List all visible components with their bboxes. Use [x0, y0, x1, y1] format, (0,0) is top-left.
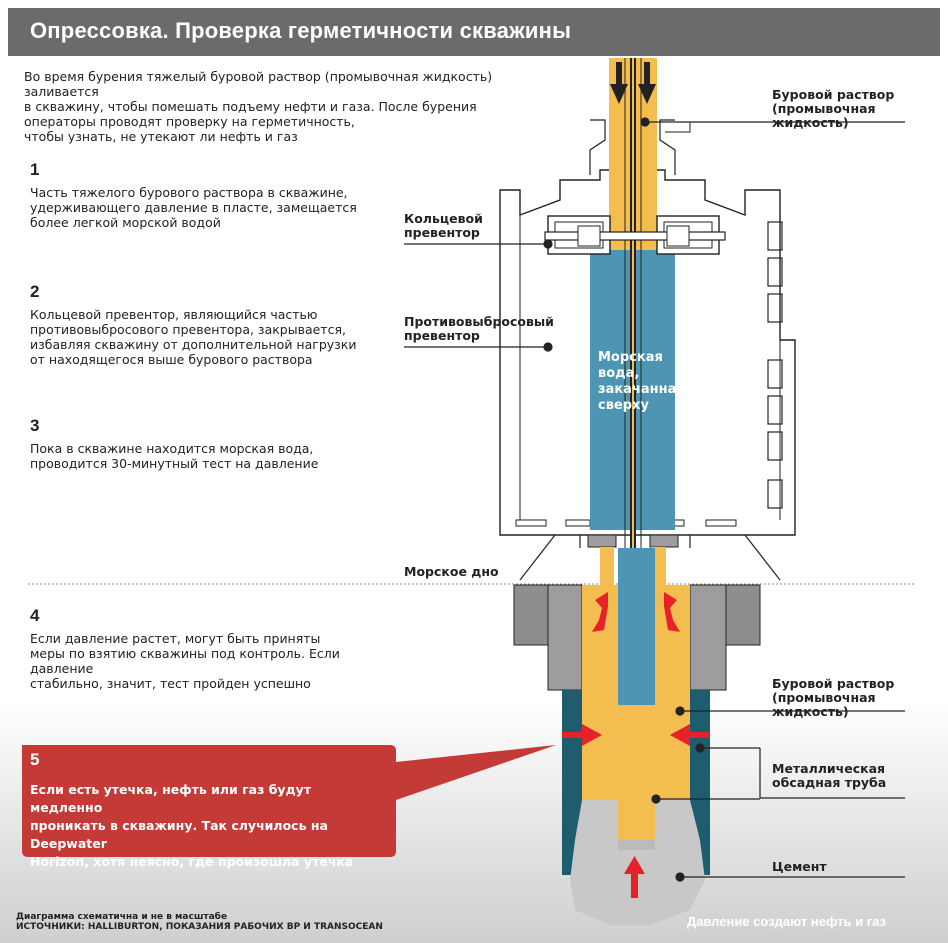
label-cement: Цемент: [772, 859, 827, 874]
step-2-line: противовыбросового превентора, закрывает…: [30, 322, 346, 337]
step-2-text: Кольцевой превентор, являющийся частью п…: [30, 307, 360, 367]
mud-neck-left: [600, 547, 614, 587]
pressure-caption: Давление создают нефть и газ: [686, 914, 886, 929]
footer-sources: ИСТОЧНИКИ: HALLIBURTON, ПОКАЗАНИЯ РАБОЧИ…: [16, 922, 383, 932]
mud-plug: [618, 705, 655, 840]
label-mud-top: Буровой раствор (промывочная жидкость): [772, 88, 948, 130]
step-5-text: Если есть утечка, нефть или газ будут ме…: [30, 781, 380, 871]
intro-text: Во время бурения тяжелый буровой раствор…: [24, 69, 504, 144]
step-4-line: меры по взятию скважины под контроль. Ес…: [30, 646, 340, 676]
label-mud-bottom: Буровой раствор (промывочная жидкость): [772, 677, 948, 719]
callout-pointer: [396, 745, 556, 800]
step-3-text: Пока в скважине находится морская вода, …: [30, 441, 360, 471]
step-5-line: Если есть утечка, нефть или газ будут ме…: [30, 782, 312, 815]
label-annular-preventer: Кольцевой превентор: [404, 212, 483, 240]
label-line: превентор: [404, 328, 480, 343]
label-line: Буровой раствор: [772, 87, 895, 102]
step-4-number: 4: [30, 606, 40, 625]
pressure-arrows: [562, 592, 710, 898]
label-line: Буровой раствор: [772, 676, 895, 691]
wellhead: [513, 534, 761, 691]
annular-preventer: [544, 215, 726, 255]
step-3-line: проводится 30-минутный тест на давление: [30, 456, 319, 471]
step-2-line: Кольцевой превентор, являющийся частью: [30, 307, 318, 322]
footer-note: Диаграмма схематична и не в масштабе: [16, 912, 228, 922]
step-2-line: от находящегося выше бурового раствора: [30, 352, 313, 367]
step-5-line: Horizon, хотя неясно, где произошла утеч…: [30, 854, 354, 869]
label-line: превентор: [404, 225, 480, 240]
label-casing: Металлическая обсадная труба: [772, 762, 886, 790]
label-line: закачанная: [598, 382, 685, 397]
label-line: (промывочная жидкость): [772, 690, 876, 719]
step-1-line: более легкой морской водой: [30, 215, 221, 230]
step-3-line: Пока в скважине находится морская вода,: [30, 441, 314, 456]
mud-neck-right: [652, 547, 666, 587]
riser-clamp: [665, 121, 691, 133]
label-bop: Противовыбросовый превентор: [404, 315, 554, 343]
callout-box: [22, 745, 396, 857]
cement-top: [618, 840, 655, 850]
step-4-text: Если давление растет, могут быть приняты…: [30, 631, 370, 691]
label-line: Кольцевой: [404, 211, 483, 226]
step-2-line: избавляя скважину от дополнительной нагр…: [30, 337, 357, 352]
label-line: обсадная труба: [772, 775, 887, 790]
seawater-well: [618, 548, 655, 708]
label-line: (промывочная жидкость): [772, 101, 876, 130]
intro-line: операторы проводят проверку на герметичн…: [24, 114, 355, 129]
page-title: Опрессовка. Проверка герметичности скваж…: [30, 18, 572, 43]
riser-flange: [589, 119, 676, 175]
label-line: Морская: [598, 350, 663, 365]
intro-line: Во время бурения тяжелый буровой раствор…: [24, 69, 493, 99]
label-line: вода,: [598, 366, 640, 381]
step-4-line: Если давление растет, могут быть приняты: [30, 631, 321, 646]
bop-bolts: [767, 221, 783, 509]
down-arrows: [610, 62, 656, 104]
step-2-number: 2: [30, 282, 40, 301]
label-seawater: Морская вода, закачанная сверху: [598, 350, 685, 414]
step-1-number: 1: [30, 160, 40, 179]
step-1-line: удерживающего давление в пласте, замещае…: [30, 200, 357, 215]
leader-lines: [404, 117, 905, 882]
step-1-line: Часть тяжелого бурового раствора в скваж…: [30, 185, 348, 200]
step-1-text: Часть тяжелого бурового раствора в скваж…: [30, 185, 360, 230]
step-5-number: 5: [30, 750, 40, 769]
mud-annulus-right: [655, 585, 690, 800]
step-4-line: стабильно, значит, тест пройден успешно: [30, 676, 311, 691]
label-line: Противовыбросовый: [404, 314, 554, 329]
step-3-number: 3: [30, 416, 40, 435]
bop-base: [519, 534, 781, 581]
intro-line: в скважину, чтобы помешать подъему нефти…: [24, 99, 477, 114]
label-seabed: Морское дно: [404, 564, 499, 579]
title-bar: Опрессовка. Проверка герметичности скваж…: [8, 8, 940, 56]
step-5-line: проникать в скважину. Так случилось на D…: [30, 818, 328, 851]
intro-line: чтобы узнать, не утекают ли нефть и газ: [24, 129, 298, 144]
label-line: сверху: [598, 398, 649, 413]
label-line: Металлическая: [772, 761, 886, 776]
